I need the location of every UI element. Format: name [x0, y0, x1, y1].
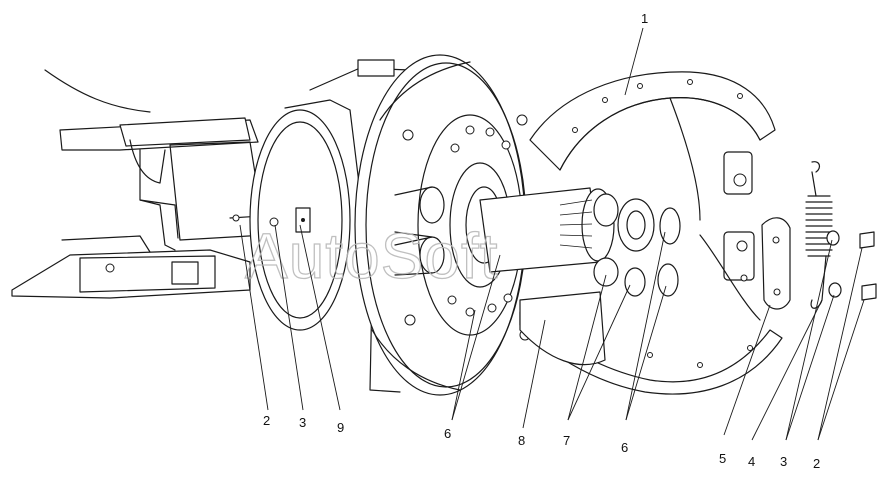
callout-3-right: 3 [780, 454, 787, 469]
callout-1: 1 [641, 11, 648, 26]
callout-8: 8 [518, 433, 525, 448]
callouts: 1 2 3 9 6 8 7 6 5 4 3 2 [263, 11, 820, 471]
brake-shoe-upper [529, 71, 776, 221]
callout-9: 9 [337, 420, 344, 435]
callout-6-right: 6 [621, 440, 628, 455]
callout-6-left: 6 [444, 426, 451, 441]
callout-2-left: 2 [263, 413, 270, 428]
brake-backing-plate [249, 59, 411, 393]
bolts-right [859, 231, 877, 301]
adjuster-plate [761, 217, 791, 310]
callout-4: 4 [748, 454, 755, 469]
callout-7: 7 [563, 433, 570, 448]
axle-housing [11, 69, 266, 299]
watermark: AutoSoft [245, 220, 499, 292]
leader-lines [239, 27, 865, 441]
brake-drum [354, 54, 531, 396]
splined-hub [479, 187, 681, 297]
callout-3-left: 3 [299, 415, 306, 430]
callout-5: 5 [719, 451, 726, 466]
callout-2-right: 2 [813, 456, 820, 471]
washers-right [826, 230, 842, 298]
